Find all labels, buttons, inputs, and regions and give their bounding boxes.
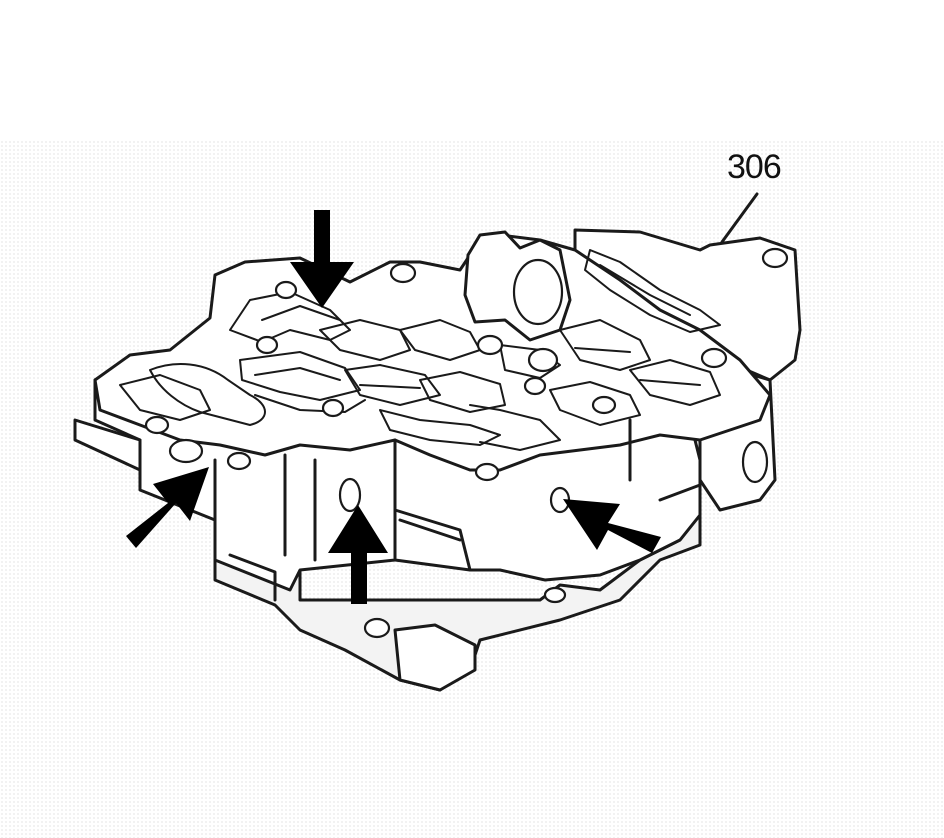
channel-pattern	[119, 249, 721, 451]
lower-tab	[393, 623, 477, 692]
left-ledge	[73, 418, 142, 472]
callout-leader-line	[720, 192, 759, 244]
arrow-down	[290, 210, 354, 308]
end-port	[741, 440, 769, 484]
arrow-up-left	[563, 499, 661, 553]
bolt-holes	[144, 247, 789, 639]
arrow-up	[328, 505, 388, 604]
boss-bore	[512, 258, 564, 326]
body-details	[213, 418, 702, 602]
arrow-up-right	[126, 467, 209, 548]
callout-number-306: 306	[727, 148, 782, 186]
